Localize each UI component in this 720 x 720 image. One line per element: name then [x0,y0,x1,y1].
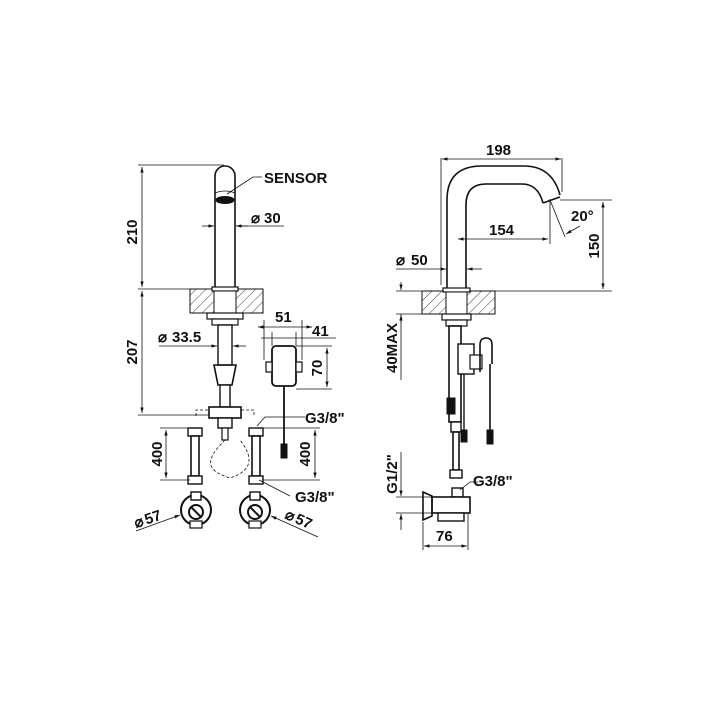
dim-hose-left: 400 [149,427,190,481]
valve-depth-label: 76 [436,528,453,545]
angle-valve-side [422,487,471,522]
dim-outlet-angle: 20° [549,199,594,238]
dim-control-box-inner: 41 [261,323,336,346]
dim-reach-outlet: 154 [458,199,551,244]
dim-deck-thickness: 40MAX [384,282,422,380]
dim-control-box-height: 70 [296,345,332,390]
diameter-symbol-icon: ⌀ [251,210,260,227]
connection-lower-label: G3/8" [295,489,335,506]
under-deck-assembly [206,312,244,441]
body-diameter-label: 50 [411,252,428,269]
sensor-window-icon [215,196,235,204]
outlet-connection-callout: G3/8" [459,473,513,491]
shank-diameter-label: 33.5 [172,329,201,346]
dim-spout-height: 210 [124,164,224,290]
dim-body-diameter: ⌀ 50 [396,252,482,271]
dim-valve-right: ⌀57 [270,506,319,538]
reach-outlet-label: 154 [489,222,515,239]
control-box [265,345,303,459]
side-view: 198 154 20° 150 ⌀ 50 [384,142,612,550]
valve-right-diameter-group: ⌀57 [282,506,314,533]
dim-reach-overall: 198 [440,142,563,285]
sensor-spout [214,165,236,289]
dim-outlet-height: 150 [495,199,612,292]
dim-valve-depth: 76 [422,513,469,550]
stop-valve-right [239,491,271,529]
connection-lower-callout: G3/8" [258,479,335,506]
control-box-height-label: 70 [309,360,326,377]
spout-height-label: 210 [124,219,141,244]
inlet-thread-label: G1/2" [384,454,401,494]
control-box-width-label: 51 [275,309,292,326]
deck-thickness-label: 40MAX [384,323,401,373]
valve-left-diameter-label: 57 [142,507,163,528]
under-deck-assembly-side [441,313,494,479]
sensor-callout: SENSOR [226,170,328,195]
outlet-height-label: 150 [586,233,603,258]
dim-shank-diameter: ⌀ 33.5 [158,329,246,348]
spout-diameter-label: 30 [264,210,281,227]
connection-upper-callout: G3/8" [256,410,345,427]
below-deck-label: 207 [124,339,141,364]
dim-hose-right: 400 [262,427,320,481]
control-box-inner-width-label: 41 [312,323,329,340]
dim-control-box-width: 51 [258,309,312,360]
hose-right [248,427,264,485]
hose-right-length-label: 400 [297,441,314,466]
dim-inlet-thread: G1/2" [384,452,432,530]
diameter-symbol-icon: ⌀ [396,252,405,269]
reach-overall-label: 198 [486,142,511,159]
spout-body [446,165,561,289]
dim-spout-diameter: ⌀ 30 [202,210,284,228]
valve-right-diameter-label: 57 [292,511,314,533]
diameter-symbol-icon: ⌀ [158,329,167,346]
sensor-label: SENSOR [264,170,328,187]
stop-valve-left [180,491,212,529]
hose-left-length-label: 400 [149,441,166,466]
hose-left [187,427,203,485]
dim-below-deck: 207 [124,291,209,416]
dim-valve-left: ⌀57 [132,507,181,532]
outlet-connection-label: G3/8" [473,473,513,490]
connection-upper-label: G3/8" [305,410,345,427]
front-view: 210 207 SENSOR ⌀ 30 ⌀ 33.5 51 [124,164,345,538]
valve-left-diameter-group: ⌀57 [132,507,164,532]
outlet-angle-label: 20° [571,208,594,225]
